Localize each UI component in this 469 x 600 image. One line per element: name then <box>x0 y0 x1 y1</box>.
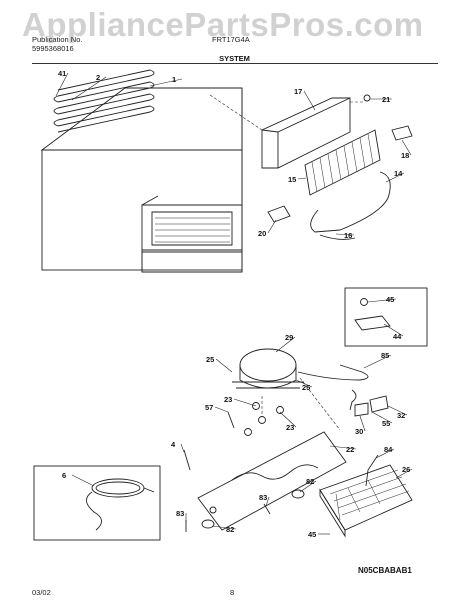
watermark-logo: AppliancePartsPros.com <box>22 6 424 43</box>
part-callout-15: 15 <box>288 175 296 184</box>
callout-leader-line <box>387 405 408 416</box>
part-callout-55: 55 <box>382 419 390 428</box>
part-callout-4: 4 <box>171 440 176 449</box>
part-callout-14: 14 <box>394 169 403 178</box>
part-callout-25: 25 <box>206 355 214 364</box>
detail-inset-box <box>344 287 428 347</box>
callout-leader-line <box>297 177 307 180</box>
callout-leader-line <box>55 72 69 97</box>
diagram-code: N05CBABAB1 <box>358 566 412 575</box>
part-callout-44: 44 <box>393 332 402 341</box>
part-callout-1: 1 <box>172 75 176 84</box>
publication-number: 5995368016 <box>32 44 74 53</box>
part-callout-45: 45 <box>386 295 394 304</box>
callout-leader-line <box>215 358 233 373</box>
part-callout-82: 82 <box>306 477 314 486</box>
title-rule <box>32 63 438 64</box>
callout-leader-line <box>267 219 277 234</box>
part-callout-25: 25 <box>302 383 310 392</box>
model-number: FRT17G4A <box>212 35 250 44</box>
section-title: SYSTEM <box>219 54 250 63</box>
drain-pan <box>185 454 413 538</box>
part-callout-45: 45 <box>308 530 316 539</box>
part-callout-22: 22 <box>346 445 354 454</box>
callout-leader-line <box>275 336 296 353</box>
part-callout-32: 32 <box>397 411 405 420</box>
callout-leader-line <box>71 474 95 487</box>
callout-leader-line <box>371 411 393 424</box>
callout-leader-line <box>395 468 413 479</box>
part-callout-23: 23 <box>286 423 294 432</box>
part-callout-83: 83 <box>259 493 267 502</box>
part-callout-29: 29 <box>285 333 293 342</box>
callout-leader-line <box>367 298 397 303</box>
evaporator-assembly <box>209 94 413 240</box>
part-callout-41: 41 <box>58 69 66 78</box>
callout-leader-line <box>359 415 366 432</box>
publication-label: Publication No. <box>32 35 83 44</box>
callout-leader-line <box>335 233 355 236</box>
callout-leader-line <box>363 354 392 369</box>
part-callout-6: 6 <box>62 471 66 480</box>
footer-date: 03/02 <box>32 588 51 597</box>
callout-leader-line <box>383 323 404 337</box>
part-callout-23: 23 <box>224 395 232 404</box>
part-callout-83: 83 <box>176 509 184 518</box>
part-callout-26: 26 <box>402 465 410 474</box>
callout-leader-line <box>385 172 405 183</box>
footer-page: 8 <box>230 588 235 597</box>
callout-leader-line <box>180 443 185 453</box>
callout-leader-line <box>211 525 237 530</box>
part-callout-57: 57 <box>205 403 213 412</box>
callout-leader-line <box>303 90 316 111</box>
part-callout-2: 2 <box>96 73 100 82</box>
part-callout-18: 18 <box>401 151 409 160</box>
part-callout-16: 16 <box>344 231 352 240</box>
callout-leader-line <box>279 411 297 428</box>
wire-harness-inset <box>33 465 161 541</box>
part-callout-82: 82 <box>226 525 234 534</box>
callout-leader-line <box>214 406 229 413</box>
callout-leader-line <box>329 445 357 450</box>
compressor-assembly <box>183 348 389 531</box>
callout-leader-line <box>149 78 183 87</box>
callout-leader-line <box>375 448 395 459</box>
part-callout-20: 20 <box>258 229 266 238</box>
part-callout-17: 17 <box>294 87 302 96</box>
callout-leader-line <box>265 496 270 507</box>
callout-leader-line <box>401 139 412 156</box>
callout-leader-line <box>295 379 313 388</box>
callout-leader-line <box>233 398 257 407</box>
part-callout-21: 21 <box>382 95 390 104</box>
refrigerator-cabinet <box>40 87 243 273</box>
part-callout-84: 84 <box>384 445 393 454</box>
callout-leader-line <box>71 76 107 101</box>
condenser-coil <box>53 69 155 133</box>
callout-leader-line <box>299 480 317 493</box>
part-callout-85: 85 <box>381 351 389 360</box>
part-callout-30: 30 <box>355 427 363 436</box>
